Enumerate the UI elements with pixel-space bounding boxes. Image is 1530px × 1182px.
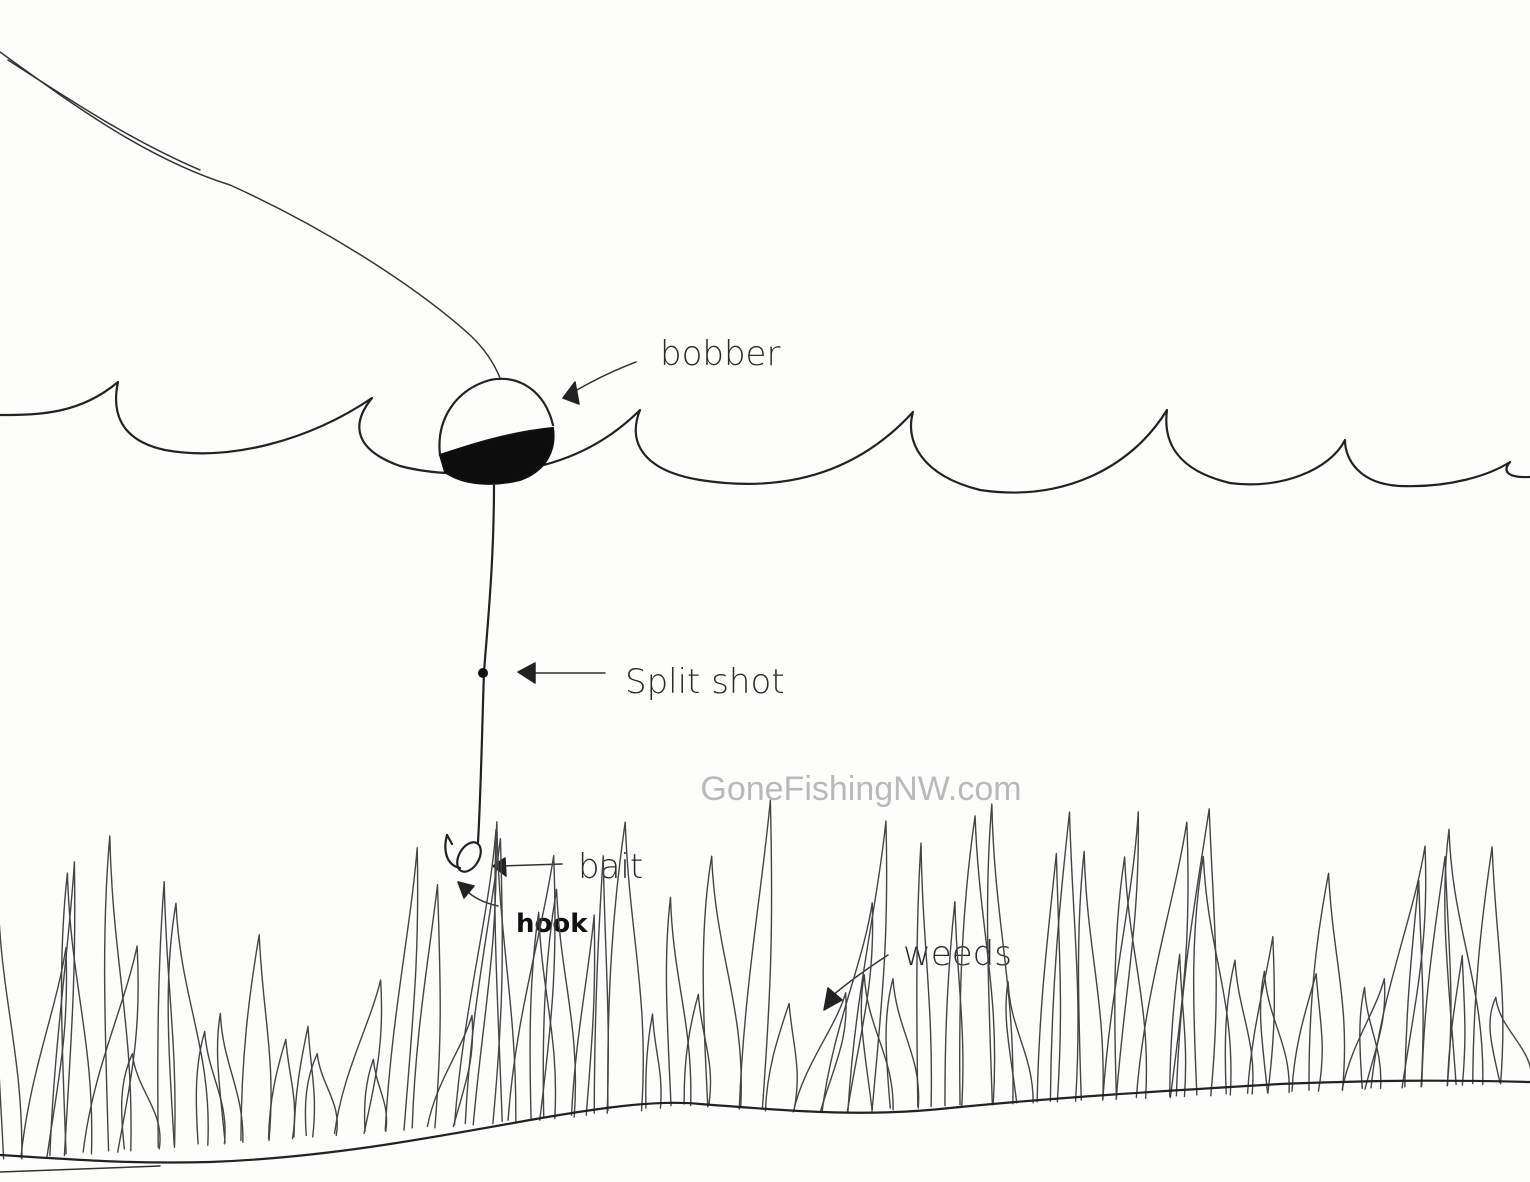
- split-shot-arrow: [517, 662, 606, 684]
- weed-blade: [885, 978, 920, 1109]
- weed-blade: [1489, 996, 1530, 1084]
- weed-blade: [157, 880, 176, 1148]
- weed-blade: [426, 1014, 474, 1128]
- weed-blade: [1049, 811, 1079, 1102]
- weed-blade: [333, 979, 383, 1135]
- weed-blade: [847, 820, 888, 1112]
- weed-blade: [1341, 977, 1386, 1090]
- weed-blade: [529, 911, 557, 1120]
- weed-blade: [216, 1012, 244, 1143]
- weed-blade: [1308, 872, 1346, 1091]
- weed-blade: [570, 914, 596, 1116]
- bobber-label: bobber: [660, 334, 780, 374]
- weed-blade: [860, 974, 894, 1111]
- weed-blade: [453, 828, 497, 1126]
- watermark: GoneFishingNW.com: [700, 770, 1021, 808]
- weeds: [0, 799, 1530, 1160]
- bobber: [438, 377, 555, 485]
- weed-blade: [1291, 973, 1323, 1092]
- weed-blade: [49, 861, 76, 1157]
- weed-blade: [1169, 953, 1187, 1098]
- weeds-arrow: [823, 954, 889, 1011]
- weed-blade: [593, 855, 609, 1114]
- hook-arrow: [457, 881, 499, 907]
- weed-blade: [702, 855, 742, 1108]
- weed-blade: [683, 993, 712, 1105]
- weed-blade: [645, 1013, 662, 1109]
- leader-line: [476, 482, 496, 844]
- split-shot: [478, 668, 488, 678]
- lake-bottom-edge: [0, 1165, 161, 1173]
- weed-blade: [120, 1053, 161, 1150]
- weed-blade: [1192, 855, 1232, 1096]
- weed-blade: [103, 835, 132, 1152]
- weed-blade: [1175, 808, 1217, 1097]
- split-shot-label: Split shot: [625, 662, 785, 702]
- weed-blade: [267, 1038, 296, 1140]
- weed-blade: [304, 1052, 338, 1137]
- weed-blade: [607, 821, 645, 1112]
- weed-blade: [195, 1030, 226, 1145]
- weed-blade: [507, 855, 556, 1121]
- weed-blade: [986, 803, 1014, 1105]
- weed-blade: [542, 888, 577, 1118]
- weed-blade: [1077, 850, 1104, 1101]
- weed-blade: [1370, 845, 1427, 1089]
- weed-blade: [1005, 980, 1034, 1104]
- weed-blade: [1102, 811, 1140, 1101]
- weed-blade: [20, 947, 68, 1158]
- bait-label: bait: [578, 847, 643, 887]
- weed-blade: [764, 1002, 798, 1112]
- weed-blade: [738, 799, 773, 1110]
- weed-blade: [411, 883, 441, 1129]
- weed-blade: [665, 896, 692, 1107]
- weed-blade: [1114, 856, 1148, 1100]
- weed-blade: [464, 838, 504, 1125]
- weed-blade: [384, 847, 419, 1131]
- weed-blade: [1036, 852, 1062, 1103]
- weed-blade: [1404, 879, 1424, 1088]
- weed-blade: [167, 902, 209, 1146]
- weed-blade: [958, 815, 996, 1106]
- weed-blade: [293, 1025, 316, 1138]
- weed-blade: [1359, 986, 1382, 1090]
- weed-blade: [60, 872, 93, 1155]
- weed-blade: [1446, 954, 1466, 1086]
- fishing-line-to-rod: [0, 51, 501, 379]
- water-surface: [0, 380, 1530, 494]
- weed-blade: [821, 902, 874, 1113]
- weed-blade: [363, 1058, 388, 1133]
- weed-blade: [240, 934, 272, 1142]
- weed-blade: [1472, 846, 1504, 1085]
- weed-blade: [1246, 935, 1276, 1094]
- bait-and-hook: [444, 833, 482, 873]
- lake-bottom: [0, 1079, 1530, 1164]
- fishing-line-double: [7, 59, 201, 171]
- weed-blade: [944, 900, 964, 1107]
- weed-blade: [1259, 970, 1290, 1093]
- weed-blade: [792, 992, 847, 1113]
- weed-blade: [494, 821, 517, 1123]
- bobber-arrow: [562, 361, 637, 405]
- weed-blade: [1444, 828, 1484, 1086]
- weed-blade: [916, 842, 933, 1108]
- weed-blade: [0, 923, 23, 1160]
